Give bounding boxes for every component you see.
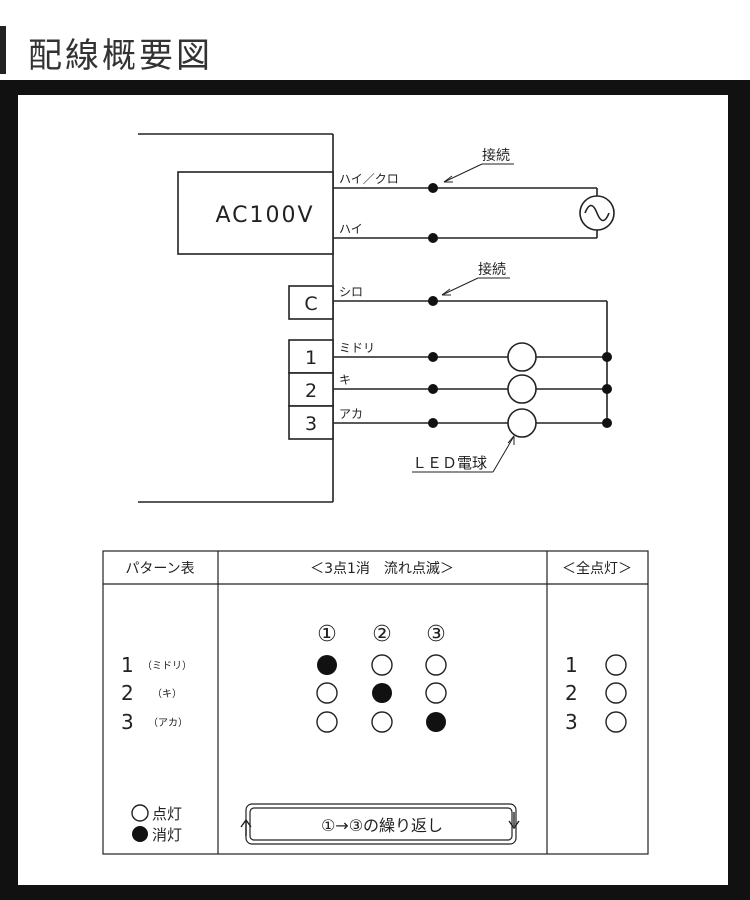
junction-dot bbox=[602, 418, 612, 428]
junction-dot bbox=[428, 418, 438, 428]
unlit-circle-icon bbox=[317, 655, 337, 675]
junction-dot bbox=[428, 384, 438, 394]
wire-label-ki: キ bbox=[339, 373, 351, 387]
lit-circle-icon bbox=[371, 711, 393, 733]
legend-off-label: 消灯 bbox=[152, 826, 182, 844]
column-label-3: ③ bbox=[426, 622, 446, 647]
wires bbox=[333, 187, 608, 424]
unlit-circle-icon bbox=[372, 683, 392, 703]
led-bulbs bbox=[507, 342, 537, 438]
row-color-1: （ミドリ） bbox=[142, 660, 192, 672]
wire-label-midori: ミドリ bbox=[339, 341, 375, 355]
junction-dot bbox=[428, 233, 438, 243]
wiring-diagram-svg: AC100V C 1 2 3 ハイ／クロ ハイ シロ ミドリ キ アカ bbox=[102, 133, 649, 855]
row-number-2: 2 bbox=[121, 681, 134, 705]
arrow-head-icon bbox=[443, 175, 453, 183]
led-bulb-label: ＬＥＤ電球 bbox=[412, 454, 487, 472]
title-accent-bar bbox=[0, 26, 6, 74]
pattern-table bbox=[102, 550, 649, 855]
lit-circle-icon bbox=[316, 682, 338, 704]
sine-wave-icon bbox=[584, 204, 610, 222]
lit-circle-icon bbox=[425, 682, 447, 704]
arrow-head-icon bbox=[507, 435, 515, 445]
row-color-2: （キ） bbox=[152, 688, 182, 700]
lit-circle-icon bbox=[605, 711, 627, 733]
led-bulb-icon bbox=[507, 342, 537, 372]
junction-dot bbox=[428, 183, 438, 193]
terminal-2-label: 2 bbox=[305, 380, 317, 402]
repeat-up-arrow-icon bbox=[240, 818, 252, 836]
connection-callout-mid: 接続 bbox=[478, 261, 506, 278]
repeat-down-arrow-icon bbox=[508, 812, 520, 830]
row-number-1: 1 bbox=[121, 653, 134, 677]
repeat-text: ①→③の繰り返し bbox=[321, 816, 443, 835]
terminal-3-box bbox=[288, 405, 334, 440]
title-bar: 配線概要図 bbox=[0, 0, 750, 80]
pattern-circles bbox=[316, 654, 447, 733]
terminal-c-label: C bbox=[304, 293, 317, 315]
lit-circle-icon bbox=[605, 682, 627, 704]
arrow-head-icon bbox=[441, 288, 451, 296]
connection-callout-top: 接続 bbox=[482, 147, 510, 164]
wire-label-hai: ハイ bbox=[339, 222, 363, 236]
wire-label-shiro: シロ bbox=[339, 285, 363, 299]
all-on-number-1: 1 bbox=[565, 653, 578, 677]
junction-dot bbox=[428, 296, 438, 306]
junction-dot bbox=[602, 352, 612, 362]
terminal-block bbox=[288, 285, 334, 440]
table-header-flow: ＜3点1消 流れ点滅＞ bbox=[310, 561, 454, 577]
column-label-1: ① bbox=[317, 622, 337, 647]
legend-on-label: 点灯 bbox=[152, 805, 182, 823]
wire-label-hai-kuro: ハイ／クロ bbox=[339, 172, 399, 186]
table-header-pattern: パターン表 bbox=[125, 561, 194, 577]
row-number-3: 3 bbox=[121, 710, 134, 734]
junction-dot bbox=[602, 384, 612, 394]
ac100v-box bbox=[177, 171, 334, 255]
all-on-number-2: 2 bbox=[565, 681, 578, 705]
lit-circle-icon bbox=[371, 654, 393, 676]
terminal-3-label: 3 bbox=[305, 413, 317, 435]
led-bulb-icon bbox=[507, 374, 537, 404]
unlit-circle-icon bbox=[426, 712, 446, 732]
callout-arrow bbox=[441, 277, 479, 296]
lit-circle-icon bbox=[316, 711, 338, 733]
wire-label-aka: アカ bbox=[339, 407, 363, 421]
ac100v-label: AC100V bbox=[215, 203, 314, 228]
all-on-number-3: 3 bbox=[565, 710, 578, 734]
junction-dots bbox=[428, 183, 612, 428]
lit-circle-icon bbox=[605, 654, 627, 676]
terminal-1-label: 1 bbox=[305, 347, 317, 369]
junction-dot bbox=[428, 352, 438, 362]
page-title: 配線概要図 bbox=[28, 36, 213, 76]
table-header-all-on: ＜全点灯＞ bbox=[562, 560, 632, 577]
diagram-panel: AC100V C 1 2 3 ハイ／クロ ハイ シロ ミドリ キ アカ bbox=[18, 95, 728, 885]
terminal-c-box bbox=[288, 285, 334, 320]
callout-arrow bbox=[443, 163, 483, 183]
legend-unlit-circle-icon bbox=[132, 826, 148, 842]
led-bulb-icon bbox=[507, 408, 537, 438]
lit-circle-icon bbox=[425, 654, 447, 676]
column-label-2: ② bbox=[372, 622, 392, 647]
legend-lit-circle-icon bbox=[131, 804, 149, 822]
row-color-3: （アカ） bbox=[148, 717, 188, 729]
led-label-arrow bbox=[492, 435, 515, 473]
all-on-circles bbox=[605, 654, 627, 733]
